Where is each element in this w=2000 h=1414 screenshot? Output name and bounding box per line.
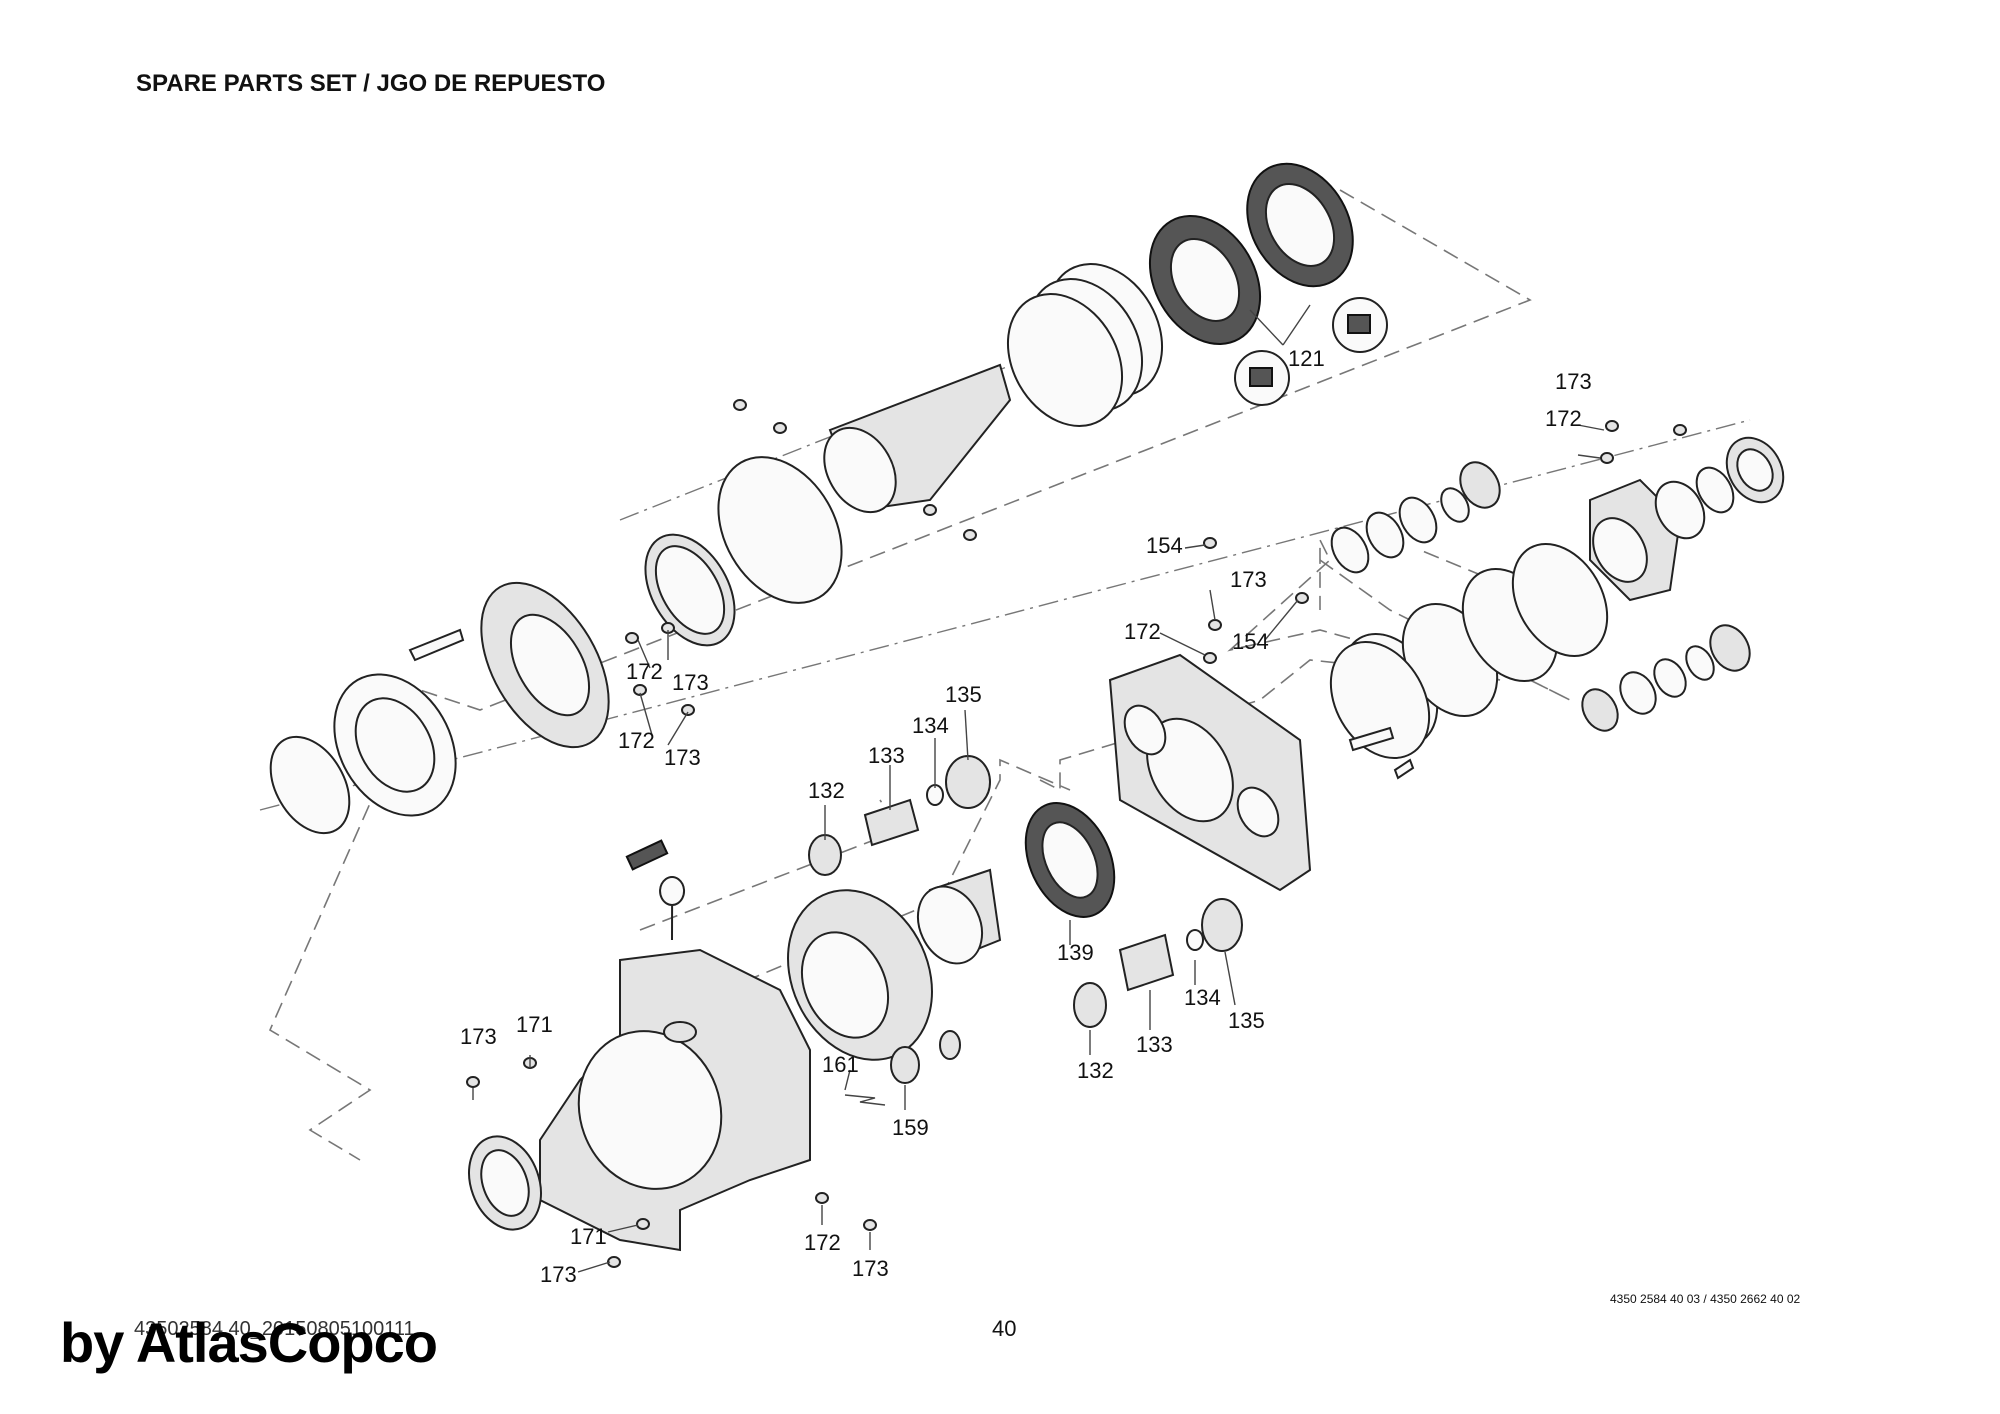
part-numbers: 4350 2584 40 03 / 4350 2662 40 02 bbox=[1610, 1292, 1801, 1306]
callout-161: 161 bbox=[822, 1052, 859, 1077]
callout-172: 172 bbox=[618, 728, 655, 753]
bearing-small bbox=[939, 1030, 961, 1060]
callout-154: 154 bbox=[1232, 629, 1269, 654]
callout-172: 172 bbox=[626, 659, 663, 684]
o-ring bbox=[717, 456, 843, 604]
callout-132: 132 bbox=[1077, 1058, 1114, 1083]
callout-173: 173 bbox=[852, 1256, 889, 1281]
callout-172: 172 bbox=[1545, 406, 1582, 431]
callout-173: 173 bbox=[664, 745, 701, 770]
page-number: 40 bbox=[992, 1316, 1017, 1341]
nameplate bbox=[625, 839, 669, 871]
shaft-seal bbox=[644, 533, 736, 647]
housing-seal bbox=[468, 1135, 542, 1231]
callout-132: 132 bbox=[808, 778, 845, 803]
callout-159: 159 bbox=[892, 1115, 929, 1140]
callout-171: 171 bbox=[570, 1224, 607, 1249]
bushing-right bbox=[1725, 436, 1785, 504]
bolt bbox=[408, 628, 465, 662]
callout-173: 173 bbox=[672, 670, 709, 695]
callout-173: 173 bbox=[540, 1262, 577, 1287]
gear-hub bbox=[916, 868, 1002, 965]
callout-133: 133 bbox=[868, 743, 905, 768]
document-id: 43502584 40_20150805100111 bbox=[134, 1318, 415, 1340]
pinion-shaft-lower bbox=[1073, 898, 1243, 1028]
fasteners bbox=[466, 399, 1687, 1268]
gasket-plate bbox=[333, 673, 457, 817]
callout-135: 135 bbox=[1228, 1008, 1265, 1033]
gearbox-housing bbox=[539, 876, 811, 1252]
bearing-139 bbox=[1024, 802, 1116, 918]
flange bbox=[480, 581, 610, 749]
spring-rings bbox=[1006, 263, 1164, 427]
right-upper-rings bbox=[1330, 461, 1501, 574]
callout-134: 134 bbox=[912, 713, 949, 738]
callout-171: 171 bbox=[516, 1012, 553, 1037]
callout-172: 172 bbox=[1124, 619, 1161, 644]
assembly-dashed-outline bbox=[268, 189, 1532, 1161]
bearing-121-outer bbox=[1246, 162, 1354, 288]
pinion-shaft-upper bbox=[808, 755, 991, 876]
callout-154: 154 bbox=[1146, 533, 1183, 558]
callout-135: 135 bbox=[945, 682, 982, 707]
wire-161 bbox=[844, 1094, 886, 1106]
output-shaft bbox=[823, 363, 1012, 514]
callout-173: 173 bbox=[1555, 369, 1592, 394]
watermark: by AtlasCopco bbox=[60, 1311, 438, 1374]
callout-121: 121 bbox=[1288, 346, 1325, 371]
callout-173: 173 bbox=[460, 1024, 497, 1049]
page-title: SPARE PARTS SET / JGO DE REPUESTO bbox=[136, 70, 606, 97]
leader-lines bbox=[472, 304, 1605, 1273]
ring-gear bbox=[787, 889, 933, 1061]
callout-139: 139 bbox=[1057, 940, 1094, 965]
seal-ring-left bbox=[269, 735, 351, 835]
eye-bolt bbox=[659, 876, 686, 941]
callout-172: 172 bbox=[804, 1230, 841, 1255]
right-lower-rings bbox=[1581, 624, 1751, 732]
callout-133: 133 bbox=[1136, 1032, 1173, 1057]
callout-173: 173 bbox=[1230, 567, 1267, 592]
needle-bearing-159 bbox=[890, 1046, 920, 1084]
retaining-rings-middle bbox=[1329, 542, 1609, 760]
side-cover bbox=[1108, 653, 1312, 892]
bearing-121-inner bbox=[1148, 215, 1262, 345]
callout-134: 134 bbox=[1184, 985, 1221, 1010]
